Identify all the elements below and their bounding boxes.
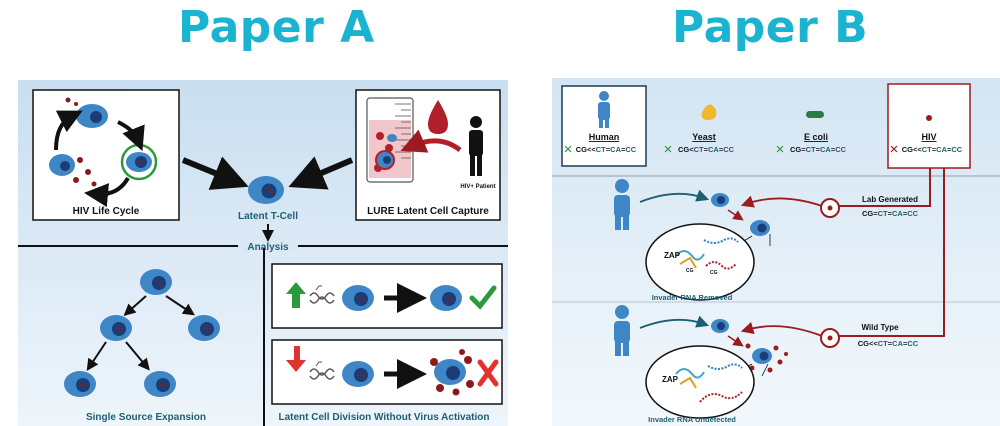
e-coli-sequence: CG=CT=CA=CC <box>790 145 847 154</box>
latent-t-cell-label: Latent T-Cell <box>238 211 298 222</box>
life-cycle-cell-left <box>49 154 75 176</box>
up-arrow-icon <box>286 282 306 308</box>
yeast-sequence: CG<CT=CA=CC <box>678 145 735 154</box>
virus-particle <box>65 97 71 103</box>
lab-generated-sequence: CG=CT=CA=CC <box>862 209 919 218</box>
life-cycle-cell-top <box>76 104 108 128</box>
latent-division-label: Latent Cell Division Without Virus Activ… <box>278 412 489 423</box>
blood-arrow <box>400 129 462 153</box>
division-fail-box <box>271 339 503 405</box>
arrow-to-latent-cell <box>181 156 249 190</box>
hiv-life-cycle-label: HIV Life Cycle <box>73 206 140 217</box>
hiv-box <box>887 83 971 169</box>
zoom-circle-undetected: ZAP <box>645 345 755 419</box>
hiv-life-cycle-box: HIV Life Cycle <box>32 89 180 221</box>
hiv-virion-icon <box>926 115 932 121</box>
paper-b-panel: Human CG<<CT=CA=CC Yeast CG<CT=CA=CC E c… <box>552 78 1000 426</box>
paper-b-title: Paper B <box>672 2 869 53</box>
arrow-to-latent-cell <box>288 156 354 190</box>
paper-a-title: Paper A <box>178 2 375 53</box>
infected-cell <box>745 343 788 373</box>
down-arrow-icon <box>286 346 306 372</box>
route-line-wild <box>838 168 945 337</box>
zoom-circle-removed: ZAP CG CG <box>645 223 755 301</box>
blood-drop-icon <box>428 100 448 134</box>
yeast-label: Yeast <box>692 132 716 142</box>
single-source-expansion-label: Single Source Expansion <box>86 412 206 423</box>
cg-tag: CG <box>710 270 718 276</box>
wild-type-sequence: CG<<CT=CA=CC <box>858 339 919 348</box>
teal-arrow <box>639 189 710 203</box>
yeast-icon <box>701 104 717 120</box>
zap-label: ZAP <box>664 251 681 260</box>
cycle-arrow <box>117 120 145 152</box>
division-ok-box <box>271 263 503 329</box>
invader-undetected-label: Invader RNA Undetected <box>648 415 736 424</box>
activated-cell <box>430 349 474 396</box>
teal-arrow <box>639 315 710 329</box>
human-sequence: CG<<CT=CA=CC <box>576 145 637 154</box>
dna-icon <box>890 145 898 153</box>
hiv-sequence: CG<<CT=CA=CC <box>902 145 963 154</box>
red-arrow <box>740 321 823 337</box>
lure-capture-box: HIV+ Patient LURE Latent Cell Capture <box>355 89 501 221</box>
latent-t-cell <box>248 176 284 204</box>
e-coli-label: E coli <box>804 132 828 142</box>
x-icon <box>477 359 499 387</box>
virus-particle <box>74 102 78 106</box>
wild-type-label: Wild Type <box>861 323 899 332</box>
human-icon <box>598 91 610 128</box>
hiv-patient-label: HIV+ Patient <box>460 184 495 190</box>
hiv-label: HIV <box>921 132 936 142</box>
check-icon <box>469 285 497 310</box>
e-coli-icon <box>806 111 824 118</box>
cycle-arrow <box>84 176 130 208</box>
expansion-tree <box>64 269 220 397</box>
analysis-label: Analysis <box>247 242 289 253</box>
red-arrow <box>740 195 823 208</box>
dna-icon <box>309 285 335 304</box>
dna-icon <box>564 145 572 153</box>
human-figure <box>614 179 630 230</box>
paper-a-panel: HIV Life Cycle Latent T-Cell <box>18 80 508 426</box>
zap-label: ZAP <box>662 375 679 384</box>
lure-capture-label: LURE Latent Cell Capture <box>367 206 489 217</box>
patient-icon <box>469 116 483 176</box>
dna-icon <box>309 361 335 380</box>
route-line-lab <box>838 168 931 207</box>
invader-removed-label: Invader RNA Removed <box>652 293 733 302</box>
cg-tag: CG <box>686 268 694 274</box>
cycle-arrow <box>54 110 83 151</box>
dna-icon <box>776 145 784 153</box>
human-label: Human <box>589 132 620 142</box>
lab-generated-label: Lab Generated <box>862 195 918 204</box>
human-figure <box>614 305 630 356</box>
dna-icon <box>664 145 672 153</box>
